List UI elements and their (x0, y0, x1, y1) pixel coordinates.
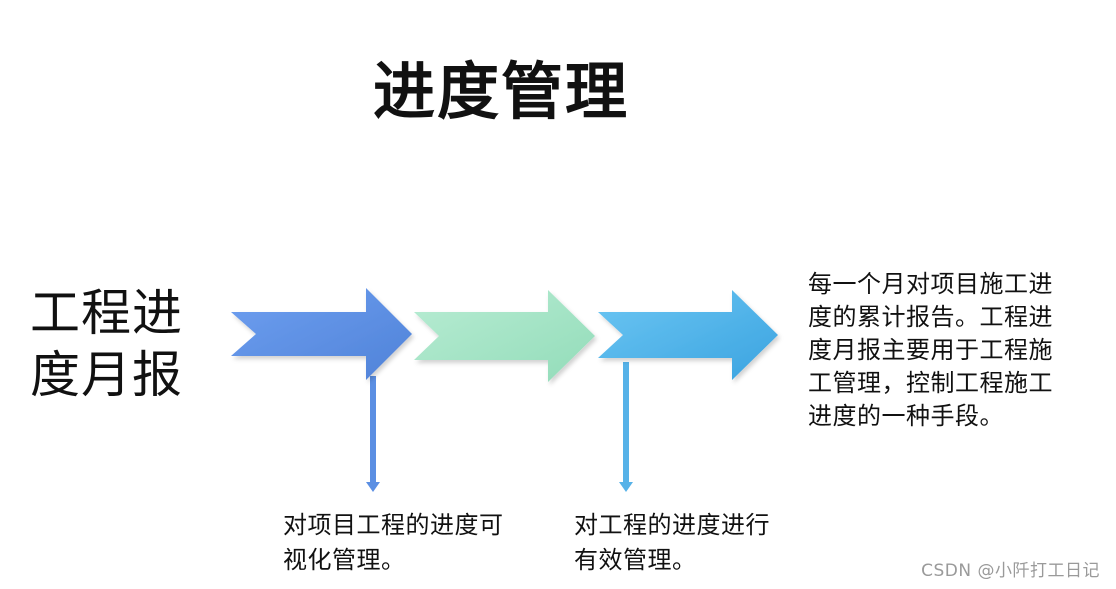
note-effective-management: 对工程的进度进行有效管理。 (574, 511, 770, 574)
process-arrow-1 (231, 288, 412, 380)
page-title: 进度管理 (372, 55, 629, 128)
connector-arrowhead-1 (366, 482, 380, 492)
left-label: 工程进度月报 (30, 284, 183, 404)
connector-arrowhead-2 (619, 482, 633, 492)
note-visualization: 对项目工程的进度可视化管理。 (283, 511, 504, 574)
watermark: CSDN @小阡打工日记 (921, 561, 1100, 581)
description-text: 每一个月对项目施工进度的累计报告。工程进度月报主要用于工程施工管理，控制工程施工… (808, 270, 1053, 430)
process-arrow-2 (414, 290, 595, 382)
process-arrow-3 (598, 290, 778, 380)
